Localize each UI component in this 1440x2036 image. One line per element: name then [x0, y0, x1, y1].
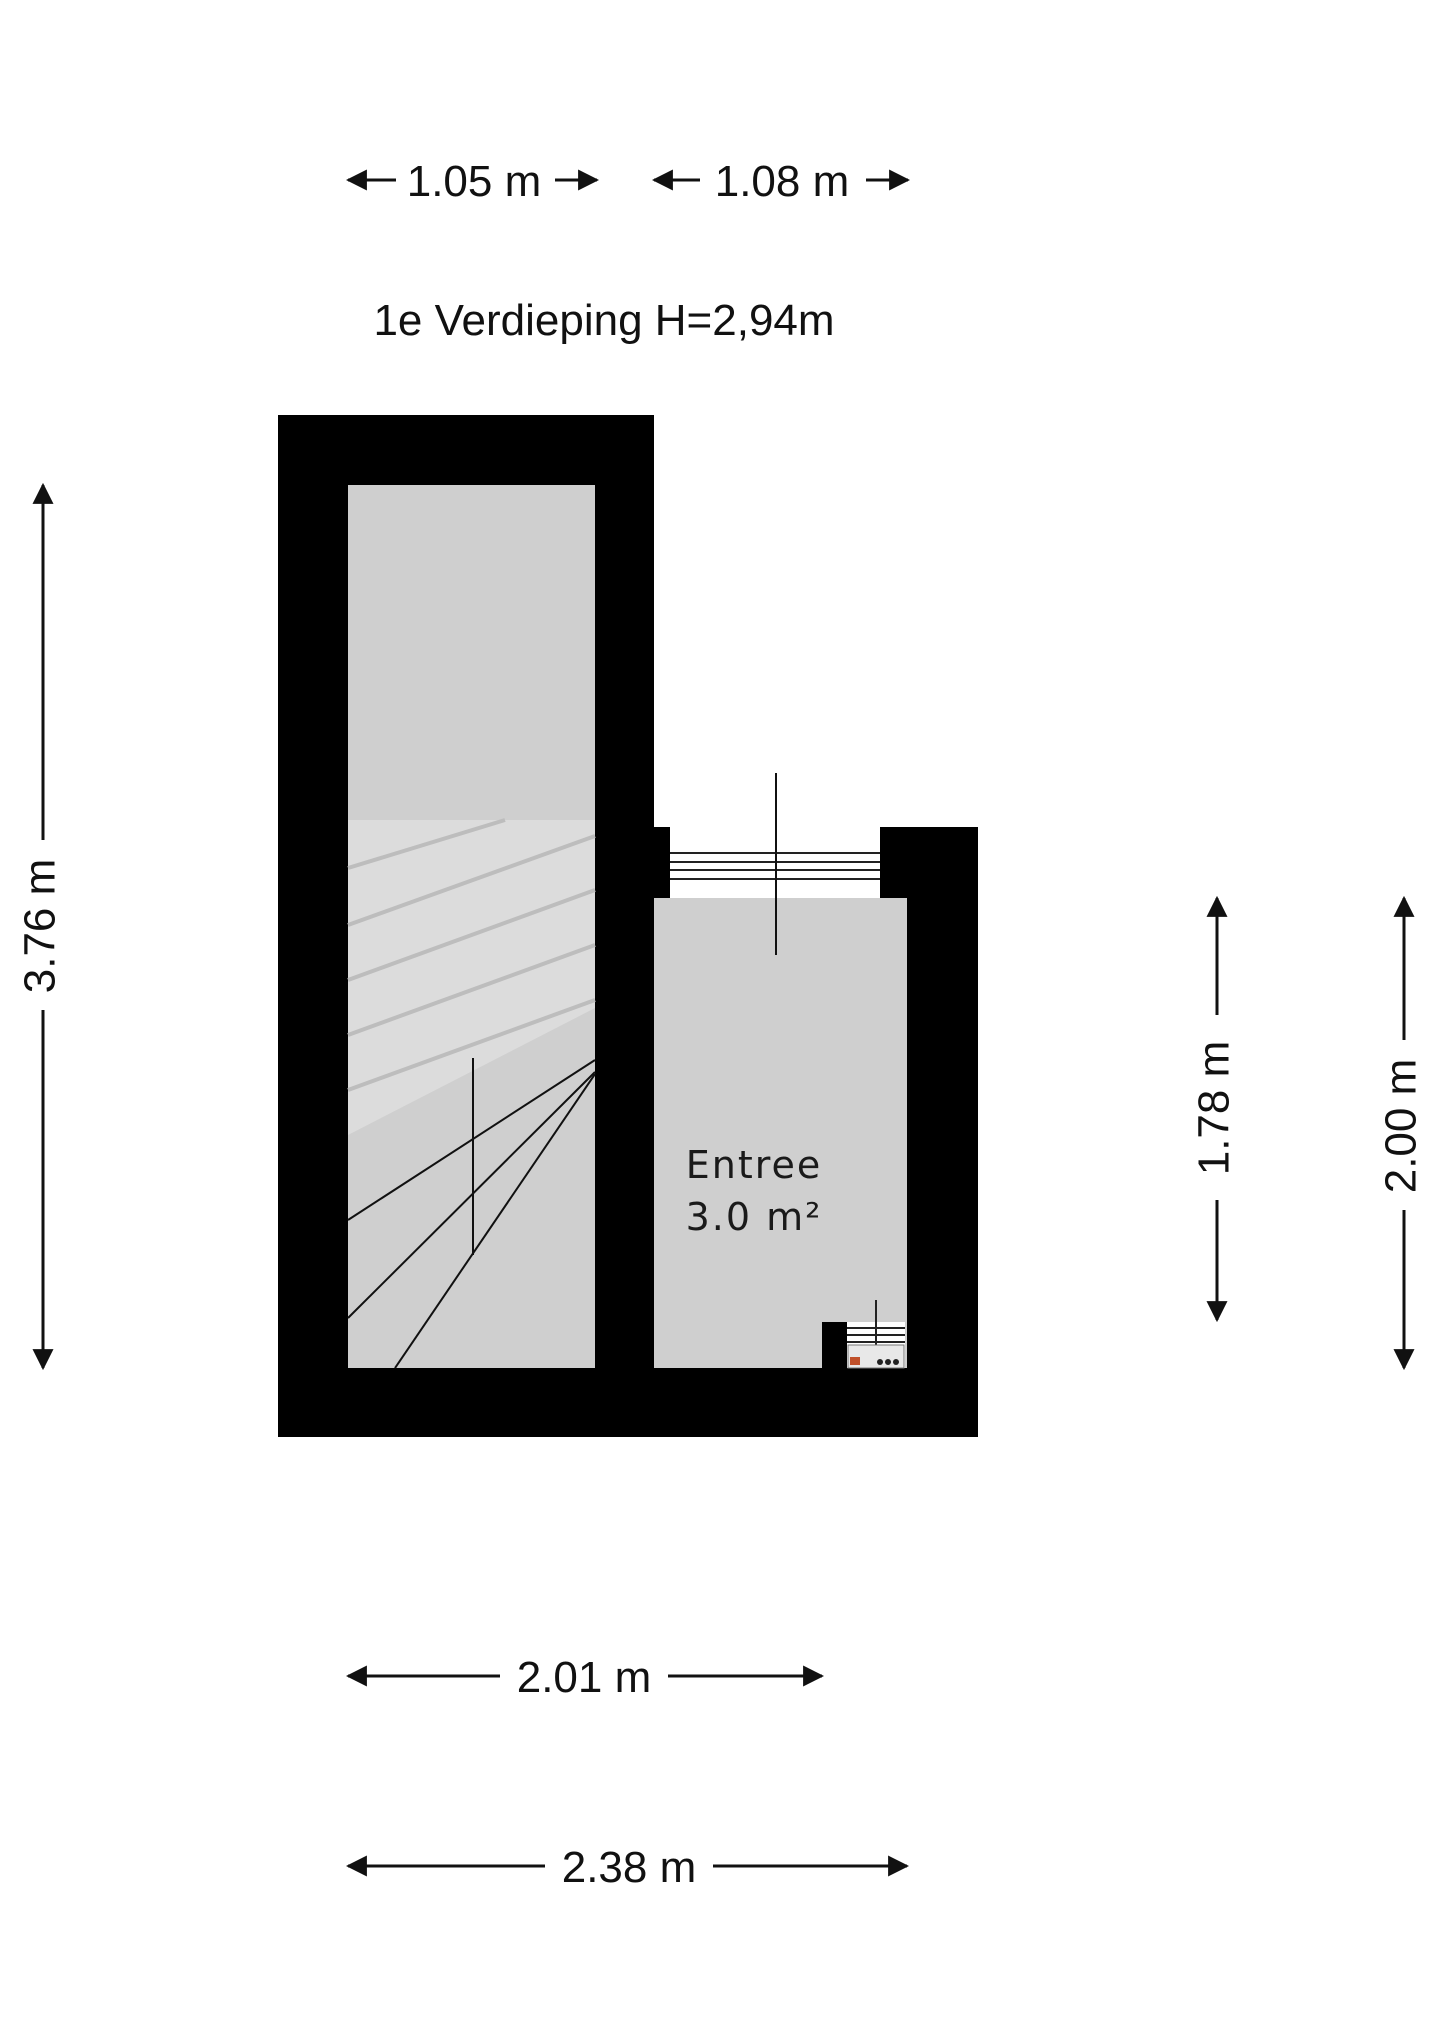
floor-title: 1e Verdieping H=2,94m [373, 296, 834, 345]
wall-bottom [278, 1368, 978, 1437]
dimension-top-left: 1.05 m [345, 157, 600, 206]
dimension-bottom-inner-label: 2.01 m [517, 1653, 652, 1702]
dimension-right-inner-height: 1.78 m [1190, 895, 1239, 1323]
dimension-top-left-label: 1.05 m [407, 157, 542, 206]
room-name: Entree [686, 1143, 823, 1187]
staircase [347, 818, 596, 1369]
dimension-bottom-outer: 2.38 m [345, 1843, 910, 1892]
inner-wall-pillar [595, 827, 654, 1074]
dimension-left-height-label: 3.76 m [16, 859, 65, 994]
dimension-bottom-inner: 2.01 m [345, 1653, 825, 1702]
meter-cupboard [822, 1300, 905, 1369]
dimension-right-inner-height-label: 1.78 m [1190, 1041, 1239, 1176]
dimension-left-height: 3.76 m [16, 482, 65, 1371]
window [670, 773, 880, 955]
dimension-bottom-outer-label: 2.38 m [562, 1843, 697, 1892]
dimension-top-right: 1.08 m [651, 157, 911, 206]
stair-treads-area [348, 820, 595, 1135]
dimension-top-right-label: 1.08 m [715, 157, 850, 206]
dimension-right-outer-height: 2.00 m [1377, 895, 1426, 1371]
room-area: 3.0 m² [686, 1195, 823, 1239]
winder-lines [347, 1058, 596, 1369]
meter-red-indicator [850, 1357, 860, 1365]
dimension-right-outer-height-label: 2.00 m [1377, 1059, 1426, 1194]
meter-cupboard-wall [822, 1322, 847, 1368]
entree-floor [654, 898, 907, 1368]
stair-tread-lines [347, 818, 596, 1092]
